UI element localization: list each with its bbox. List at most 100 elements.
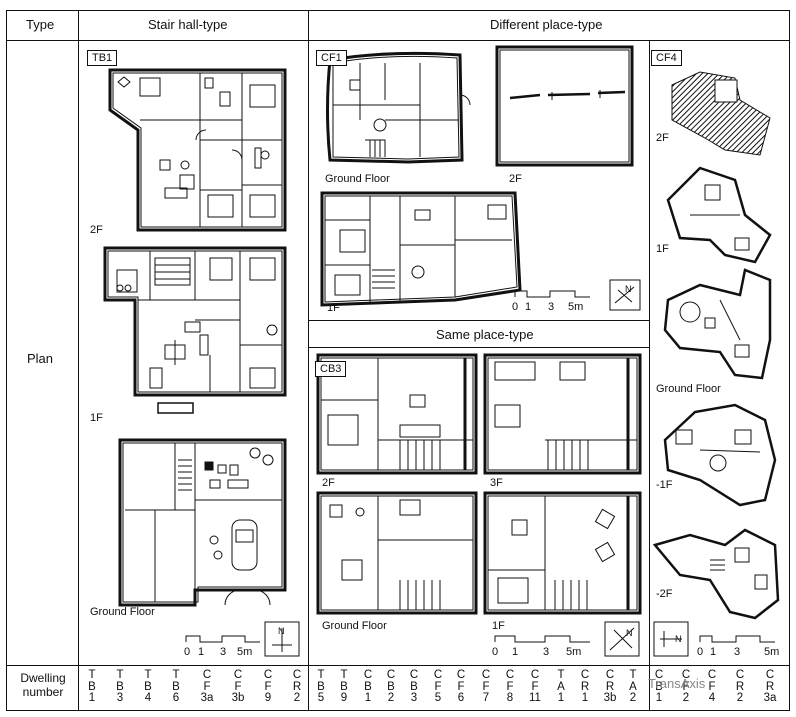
dwelling-number-char: B bbox=[655, 680, 663, 693]
dwelling-number-char: B bbox=[88, 680, 96, 693]
scale-tick: 1 bbox=[512, 646, 519, 658]
dwelling-number-char: T bbox=[172, 669, 180, 681]
dwelling-number-char: R bbox=[292, 680, 302, 693]
plan-cb3-3f bbox=[483, 353, 642, 475]
dwelling-number-char: 4 bbox=[708, 692, 716, 704]
floor-cf4-m1f: -1F bbox=[656, 479, 673, 491]
floor-tb1-ground: Ground Floor bbox=[90, 606, 155, 618]
dwelling-number-char: 5 bbox=[434, 692, 442, 704]
dwelling-number-char: F bbox=[506, 680, 514, 693]
dwelling-number-char: T bbox=[340, 669, 348, 681]
plan-cf1-2f bbox=[495, 45, 634, 167]
dwelling-number-char: T bbox=[144, 669, 152, 681]
dwelling-number-char: B bbox=[340, 680, 348, 693]
dwelling-number-char: 9 bbox=[340, 692, 348, 704]
dwelling-number-char: C bbox=[530, 669, 540, 681]
dwelling-number-char: 9 bbox=[264, 692, 272, 704]
dwelling-number-char: 1 bbox=[655, 692, 663, 704]
dwelling-number-char: B bbox=[364, 680, 372, 693]
dwelling-number-char: C bbox=[580, 669, 590, 681]
dwelling-number-char: 1 bbox=[581, 692, 589, 704]
scale-tick: 1 bbox=[525, 301, 532, 313]
floor-cb3-1f: 1F bbox=[492, 620, 505, 632]
scale-tick: 5m bbox=[764, 646, 780, 658]
dwelling-number-char: T bbox=[88, 669, 96, 681]
floor-cf1-ground: Ground Floor bbox=[325, 173, 390, 185]
scale-tick: 5m bbox=[568, 301, 584, 313]
floor-cf4-ground: Ground Floor bbox=[656, 383, 721, 395]
dwelling-number-char: 2 bbox=[387, 692, 395, 704]
dwelling-number-char: 3a bbox=[200, 692, 214, 704]
dwelling-number-char: C bbox=[233, 669, 243, 681]
floor-cb3-ground: Ground Floor bbox=[322, 620, 387, 632]
north-arrow-tb1 bbox=[264, 621, 300, 657]
scale-tick: 5m bbox=[566, 646, 582, 658]
plan-cf4-1f bbox=[666, 166, 772, 264]
plan-cf1-1f bbox=[320, 191, 522, 307]
header-different-place: Different place-type bbox=[490, 17, 603, 32]
dwelling-number-char: T bbox=[629, 669, 637, 681]
dwelling-number-char: C bbox=[481, 669, 491, 681]
scale-bar-tb1 bbox=[185, 635, 260, 643]
dwelling-number-char: 2 bbox=[293, 692, 301, 704]
scale-tick: 0 bbox=[492, 646, 499, 658]
dwelling-number-char: R bbox=[605, 680, 615, 693]
dwelling-number-char: B bbox=[317, 680, 325, 693]
dwelling-number-char: C bbox=[681, 669, 691, 681]
dwelling-number-char: F bbox=[434, 680, 442, 693]
north-arrow-cf4 bbox=[653, 621, 689, 657]
floor-cf1-1f: 1F bbox=[327, 302, 340, 314]
dwelling-number-char: C bbox=[409, 669, 419, 681]
dwelling-label-line-2: number bbox=[22, 685, 64, 699]
dwelling-number-char: F bbox=[234, 680, 242, 693]
floor-cb3-2f: 2F bbox=[322, 477, 335, 489]
plan-cf4-m2f bbox=[652, 528, 780, 620]
dwelling-number-char: C bbox=[765, 669, 775, 681]
dwelling-number-char: 6 bbox=[457, 692, 465, 704]
plan-tb1-1f bbox=[103, 246, 287, 414]
dwelling-number-char: 8 bbox=[506, 692, 514, 704]
code-tb1: TB1 bbox=[87, 50, 118, 66]
plan-cb3-ground bbox=[316, 491, 478, 615]
floor-cf4-1f: 1F bbox=[656, 243, 669, 255]
north-label-cb3: N bbox=[626, 628, 633, 638]
dwelling-number-char: C bbox=[433, 669, 443, 681]
scale-tick: 3 bbox=[548, 301, 555, 313]
north-arrow-cf1 bbox=[609, 279, 641, 311]
dwelling-number-char: T bbox=[557, 669, 565, 681]
header-same-place: Same place-type bbox=[436, 327, 534, 342]
watermark: TransAxis bbox=[648, 676, 706, 691]
dwelling-number-char: C bbox=[505, 669, 515, 681]
north-label-cf1: N bbox=[625, 284, 632, 294]
floor-cb3-3f: 3F bbox=[490, 477, 503, 489]
dwelling-number-char: C bbox=[735, 669, 745, 681]
dwelling-number-char: F bbox=[457, 680, 465, 693]
floor-cf1-2f: 2F bbox=[509, 173, 522, 185]
table-grid bbox=[6, 10, 790, 711]
floor-tb1-2f: 2F bbox=[90, 224, 103, 236]
plan-cf4-2f bbox=[671, 71, 771, 156]
dwelling-number-char: 2 bbox=[629, 692, 637, 704]
dwelling-number-char: F bbox=[203, 680, 211, 693]
row-label-dwelling-number: Dwelling number bbox=[12, 671, 74, 699]
header-stair-hall: Stair hall-type bbox=[148, 17, 228, 32]
dwelling-number-char: 5 bbox=[317, 692, 325, 704]
dwelling-number-char: F bbox=[682, 680, 690, 693]
